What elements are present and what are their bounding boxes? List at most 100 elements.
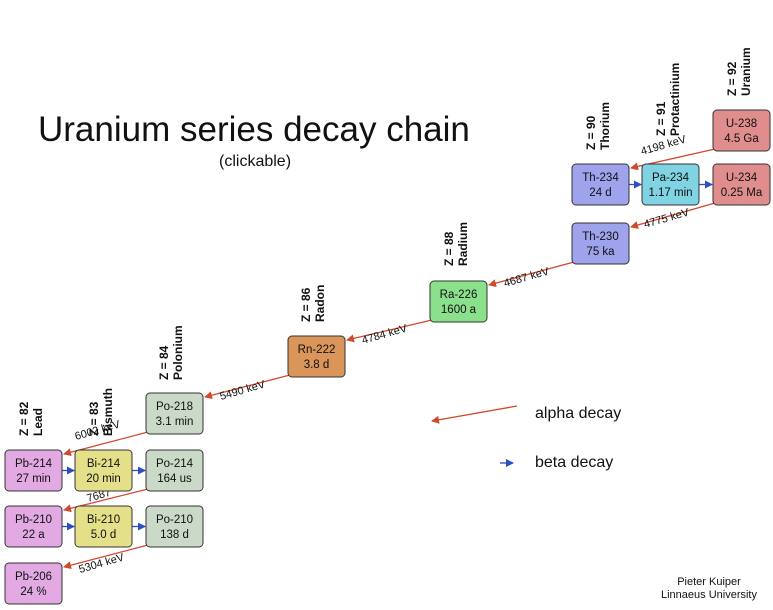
nuclide-box-bg-pb214	[4, 449, 63, 492]
credit-author: Pieter Kuiper	[677, 576, 741, 588]
nuclide-box-pa234[interactable]: Pa-234 1.17 min	[641, 163, 700, 206]
nuclide-halflife-bi210: 5.0 d	[91, 529, 117, 541]
nuclide-box-bg-po218	[145, 392, 204, 435]
nuclide-name-th234: Th-234	[582, 172, 619, 184]
nuclide-box-bi210[interactable]: Bi-210 5.0 d	[74, 505, 133, 548]
element-header-radium: Z = 88Radium	[442, 222, 470, 266]
element-z-radium: Z = 88	[442, 231, 456, 266]
decay-energy-label-ra226: 4784 keV	[361, 322, 410, 347]
nuclide-name-bi210: Bi-210	[87, 514, 120, 526]
element-z-thorium: Z = 90	[584, 115, 598, 150]
element-header-protactinium: Z = 91Protactinium	[654, 63, 682, 136]
nuclide-box-bg-pa234	[641, 163, 700, 206]
nuclide-box-bg-bi214	[74, 449, 133, 492]
element-name-thorium: Thorium	[598, 102, 612, 150]
nuclide-halflife-bi214: 20 min	[86, 473, 121, 485]
decay-energy-label-po210: 5304 keV	[78, 551, 127, 576]
element-z-polonium: Z = 84	[157, 345, 171, 380]
nuclide-name-pb206: Pb-206	[15, 571, 52, 583]
nuclide-halflife-u234: 0.25 Ma	[721, 187, 763, 199]
diagram-subtitle: (clickable)	[219, 153, 292, 170]
alpha-decay-arrow-th230-to-ra226[interactable]	[488, 261, 575, 288]
nuclide-name-po214: Po-214	[156, 458, 194, 470]
element-name-radium: Radium	[456, 222, 470, 266]
alpha-decay-arrow-rn222-to-po218[interactable]	[204, 374, 291, 400]
nuclide-halflife-pb206: 24 %	[20, 586, 46, 598]
element-header-polonium: Z = 84Polonium	[157, 325, 185, 380]
nuclide-box-bg-u238	[712, 109, 771, 152]
alpha-decay-legend-arrow	[431, 405, 518, 424]
element-header-bismuth: Z = 83Bismuth	[87, 388, 115, 436]
nuclide-halflife-po214: 164 us	[157, 473, 192, 485]
nuclide-halflife-po218: 3.1 min	[156, 416, 194, 428]
nuclide-name-bi214: Bi-214	[87, 458, 121, 470]
nuclide-box-bg-rn222	[287, 335, 346, 378]
element-name-polonium: Polonium	[171, 325, 185, 380]
nuclide-name-u234: U-234	[726, 172, 758, 184]
nuclide-halflife-pb210: 22 a	[22, 529, 45, 541]
nuclide-halflife-th234: 24 d	[589, 187, 611, 199]
nuclide-box-bg-th230	[571, 222, 630, 265]
decay-energy-label-rn222: 5490 keV	[219, 378, 268, 403]
element-z-lead: Z = 82	[17, 401, 31, 436]
nuclide-box-th234[interactable]: Th-234 24 d	[571, 163, 630, 206]
element-z-uranium: Z = 92	[725, 61, 739, 96]
element-z-radon: Z = 86	[299, 287, 313, 322]
alpha-decay-arrow-ra226-to-rn222[interactable]	[346, 319, 433, 343]
credit-affiliation: Linnaeus University	[661, 589, 757, 601]
nuclide-halflife-ra226: 1600 a	[441, 304, 477, 316]
decay-energy-label-u238: 4198 keV	[640, 133, 689, 158]
nuclide-halflife-pa234: 1.17 min	[648, 187, 692, 199]
nuclide-box-pb210[interactable]: Pb-210 22 a	[4, 505, 63, 548]
nuclide-box-bg-u234	[712, 163, 771, 206]
credit: Pieter Kuiper Linnaeus University	[661, 576, 757, 602]
nuclide-name-po218: Po-218	[156, 401, 193, 413]
nuclide-halflife-po210: 138 d	[160, 529, 189, 541]
nuclide-box-bg-po210	[145, 505, 204, 548]
nuclide-name-rn222: Rn-222	[298, 344, 336, 356]
nuclide-box-pb206[interactable]: Pb-206 24 %	[4, 562, 63, 605]
element-name-protactinium: Protactinium	[668, 63, 682, 136]
nuclide-name-th230: Th-230	[582, 231, 618, 243]
beta-decay-legend-label: beta decay	[535, 454, 614, 471]
nuclide-box-bi214[interactable]: Bi-214 20 min	[74, 449, 133, 492]
nuclide-box-po214[interactable]: Po-214 164 us	[145, 449, 204, 492]
element-header-uranium: Z = 92Uranium	[725, 47, 753, 96]
nuclide-halflife-pb214: 27 min	[16, 473, 51, 485]
nuclide-box-bg-th234	[571, 163, 630, 206]
element-name-bismuth: Bismuth	[101, 388, 115, 436]
decay-energy-label-u234: 4775 keV	[643, 206, 692, 231]
nuclide-name-pa234: Pa-234	[652, 172, 690, 184]
element-header-radon: Z = 86Radon	[299, 285, 327, 322]
nuclide-box-bg-pb210	[4, 505, 63, 548]
nuclide-box-th230[interactable]: Th-230 75 ka	[571, 222, 630, 265]
nuclide-box-u234[interactable]: U-234 0.25 Ma	[712, 163, 771, 206]
nuclide-halflife-th230: 75 ka	[586, 246, 615, 258]
nuclide-box-bg-ra226	[429, 280, 488, 323]
nuclide-halflife-rn222: 3.8 d	[304, 359, 330, 371]
element-name-radon: Radon	[313, 285, 327, 322]
element-z-bismuth: Z = 83	[87, 401, 101, 436]
element-z-protactinium: Z = 91	[654, 101, 668, 136]
alpha-decay-legend-label: alpha decay	[535, 405, 622, 422]
nuclide-halflife-u238: 4.5 Ga	[724, 133, 759, 145]
element-header-lead: Z = 82Lead	[17, 401, 45, 436]
alpha-decay-arrow-po210-to-pb206[interactable]	[63, 544, 149, 570]
nuclide-box-ra226[interactable]: Ra-226 1600 a	[429, 280, 488, 323]
nuclide-box-bg-bi210	[74, 505, 133, 548]
element-name-uranium: Uranium	[739, 47, 753, 96]
nuclide-name-ra226: Ra-226	[440, 289, 478, 301]
nuclide-name-pb210: Pb-210	[15, 514, 52, 526]
nuclide-box-rn222[interactable]: Rn-222 3.8 d	[287, 335, 346, 378]
decay-energy-label-th230: 4687 keV	[503, 265, 552, 290]
element-header-thorium: Z = 90Thorium	[584, 102, 612, 150]
nuclide-box-po210[interactable]: Po-210 138 d	[145, 505, 204, 548]
nuclide-box-po218[interactable]: Po-218 3.1 min	[145, 392, 204, 435]
nuclide-name-po210: Po-210	[156, 514, 193, 526]
alpha-decay-arrow-u234-to-th230[interactable]	[630, 202, 716, 229]
nuclide-box-bg-pb206	[4, 562, 63, 605]
nuclide-box-bg-po214	[145, 449, 204, 492]
